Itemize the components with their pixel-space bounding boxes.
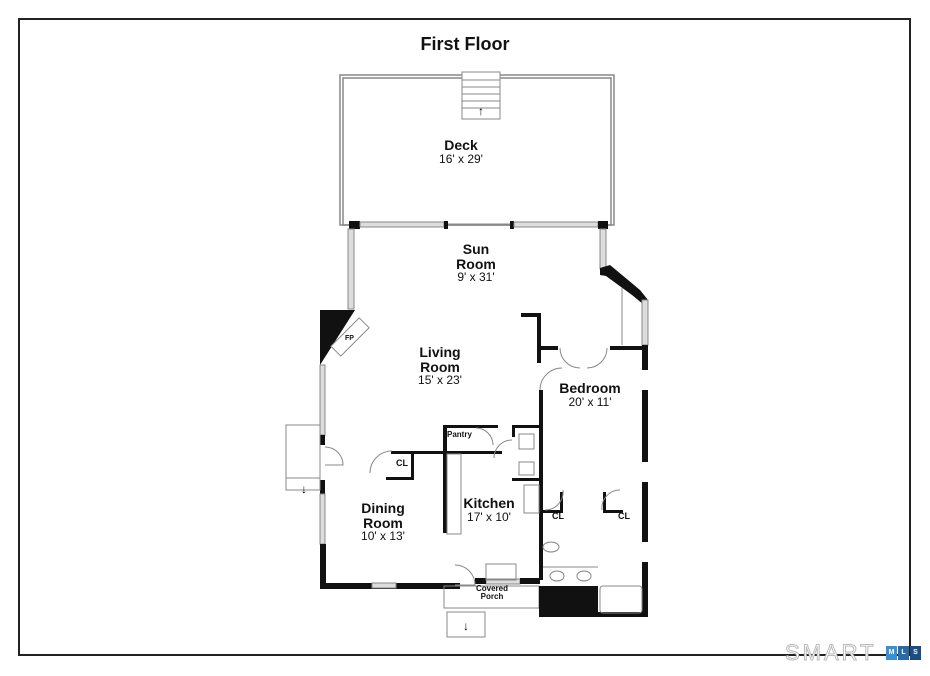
fireplace-block (320, 310, 355, 365)
logo-badge-s: S (910, 646, 921, 660)
logo-badge-l: L (898, 646, 909, 660)
floor-title: First Floor (420, 34, 510, 54)
arrow-down-icon-porch: ↓ (463, 619, 469, 633)
closet-label-bedroom-left: CL (552, 511, 564, 521)
deck-stairs (461, 71, 501, 120)
logo-badge-m: M (886, 646, 897, 660)
room-label-covered-porch: Covered Porch (475, 584, 508, 602)
arrow-up-icon: ↑ (478, 104, 484, 118)
plan-frame (18, 18, 911, 656)
arrow-down-icon: ↓ (301, 482, 307, 496)
closet-label-bedroom-right: CL (618, 511, 630, 521)
sunroom-top-wall (349, 221, 608, 229)
pantry-label: Pantry (447, 430, 472, 439)
room-label-sun-room: Sun Room 9' x 31' (456, 241, 496, 285)
room-label-bedroom: Bedroom 20' x 11' (559, 380, 621, 409)
room-label-deck: Deck 16' x 29' (439, 137, 483, 166)
smart-mls-logo: SMART (785, 640, 877, 666)
fireplace-label: FP (345, 335, 354, 342)
room-label-living-room: Living Room 15' x 23' (418, 344, 462, 388)
closet-label-dining: CL (396, 458, 408, 468)
room-label-dining-room: Dining Room 10' x 13' (361, 500, 405, 544)
room-label-kitchen: Kitchen 17' x 10' (463, 495, 515, 524)
